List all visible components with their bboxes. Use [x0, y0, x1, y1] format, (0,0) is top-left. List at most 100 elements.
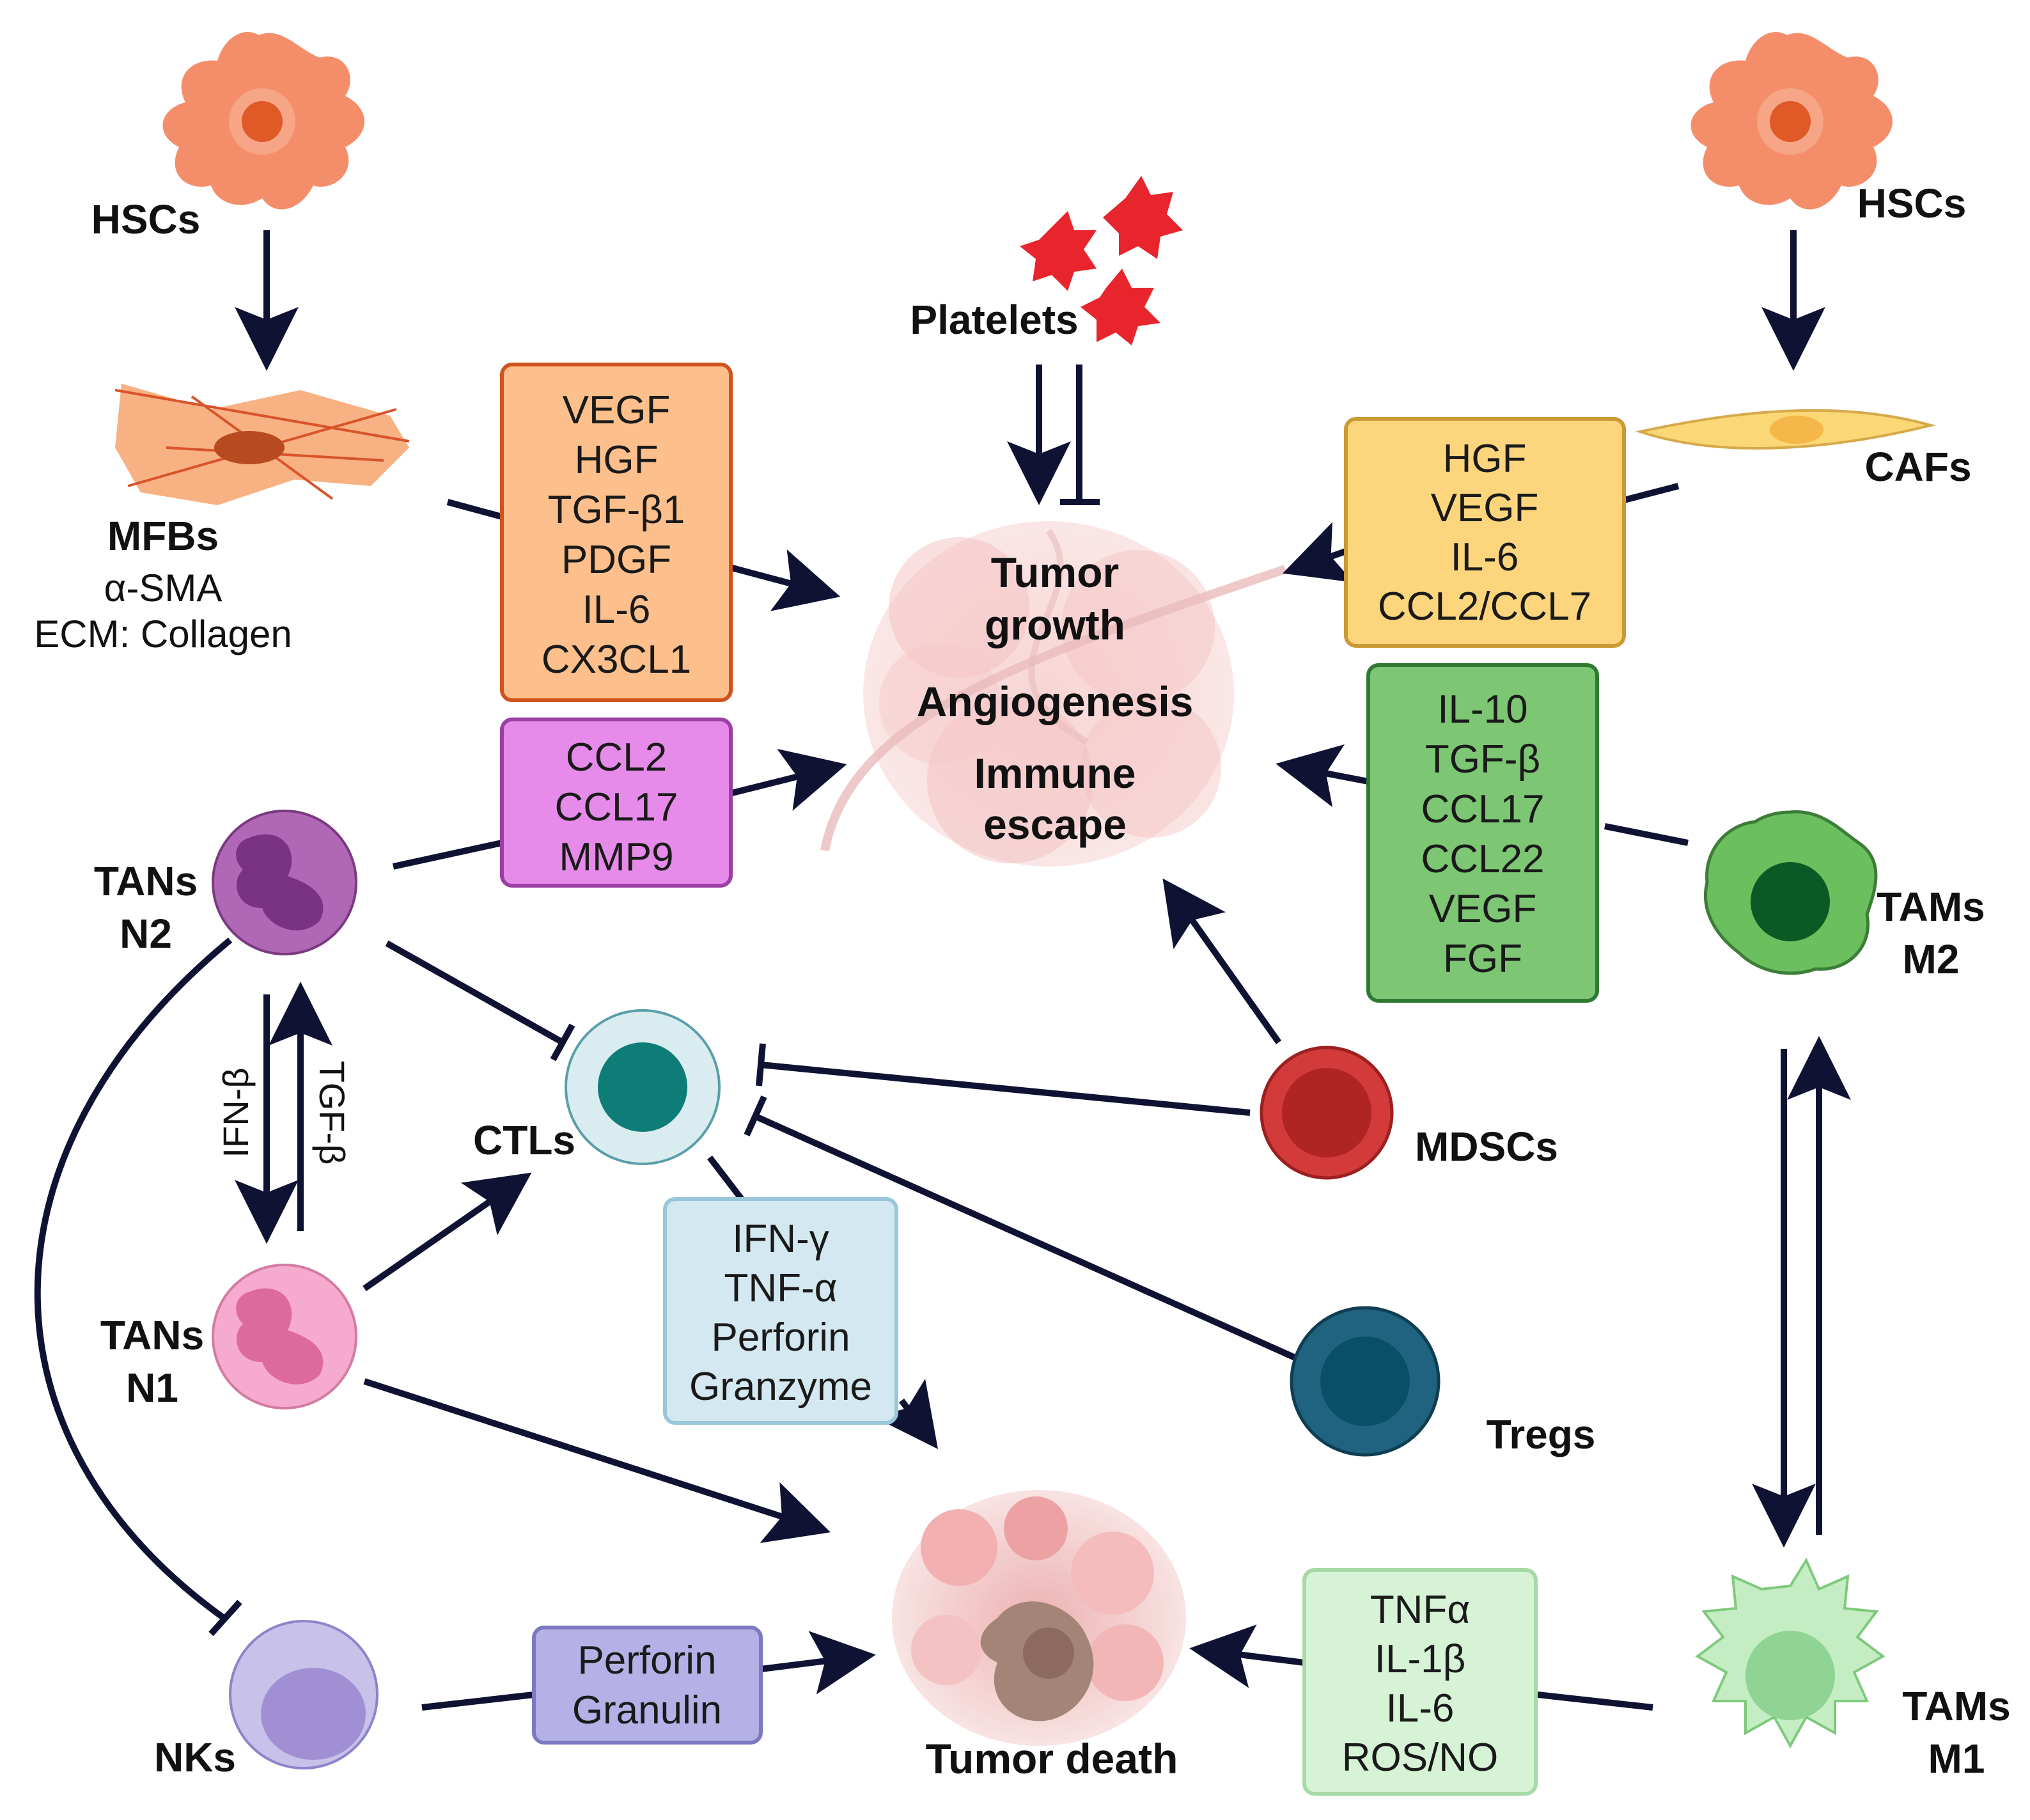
mfb-factor-5: CX3CL1: [542, 638, 691, 682]
mfb-factor-3: PDGF: [561, 538, 671, 582]
hsc-right-cell: [1690, 31, 1893, 210]
arrow-mfb-box-to-tumor: [731, 549, 841, 611]
inhibit-tan-n2-to-ctl: [385, 940, 565, 1046]
caf-factor-3: CCL2/CCL7: [1378, 584, 1591, 629]
tumor-death-label: Tumor death: [926, 1735, 1178, 1782]
mdsc-cell: [1260, 1046, 1394, 1180]
tumor-outcome-3: Immune: [974, 749, 1136, 797]
nk-factor-0: Perforin: [577, 1638, 716, 1683]
hsc-left-label: HSCs: [91, 196, 201, 242]
mfbs-label: MFBs: [107, 513, 219, 559]
tan-n2-factor-1: CCL17: [555, 785, 678, 829]
ctl-factor-3: Granzyme: [689, 1365, 872, 1409]
tumor-outcome-4: escape: [983, 801, 1127, 848]
caf-cell: [1635, 409, 1936, 450]
mdscs-label: MDSCs: [1415, 1124, 1558, 1170]
arrow-nk-box-to-death: [760, 1631, 876, 1695]
tams-m1-label-line1: TAMs: [1902, 1683, 2010, 1729]
tams-m2-label-line1: TAMs: [1877, 884, 1985, 930]
m1-factors-box: TNFα IL-1β IL-6 ROS/NO: [1302, 1568, 1538, 1796]
nk-cell: [229, 1620, 379, 1769]
tam-m2-cell: [1703, 810, 1878, 975]
ctls-label: CTLs: [473, 1117, 575, 1163]
tan-n2-factor-0: CCL2: [566, 735, 668, 780]
caf-factors-box: HGF VEGF IL-6 CCL2/CCL7: [1344, 417, 1626, 648]
mfb-factor-0: VEGF: [563, 388, 671, 432]
platelets-label: Platelets: [910, 297, 1078, 343]
tregs-label: Tregs: [1487, 1411, 1596, 1457]
inhibit-tan-n2-to-nk: [34, 937, 233, 1621]
tan-n2-cell: [212, 810, 357, 955]
arrow-caf-box-to-tumor: [1283, 522, 1354, 583]
tumor-outcome-2: Angiogenesis: [917, 678, 1194, 725]
tans-n1-label-line2: N1: [126, 1365, 178, 1411]
arrow-pink-box-to-tumor: [731, 748, 847, 811]
line-nk-to-box: [421, 1691, 535, 1711]
m2-factor-3: CCL22: [1421, 837, 1545, 881]
line-ctl-to-box: [707, 1155, 744, 1202]
ifn-beta-label: IFN-β: [215, 1067, 256, 1157]
mfb-factor-4: IL-6: [582, 588, 651, 632]
mfb-factor-2: TGF-β1: [548, 488, 685, 532]
arrow-tan-n1-to-death: [363, 1378, 831, 1543]
tan-n1-cell: [212, 1264, 357, 1409]
mfb-factors-box: VEGF HGF TGF-β1 PDGF IL-6 CX3CL1: [500, 363, 733, 702]
tumor-death-illustration: [892, 1490, 1186, 1746]
mfbs-marker-label: α-SMA: [104, 567, 223, 609]
m2-factor-5: FGF: [1443, 937, 1522, 981]
tans-n1-label-line1: TANs: [100, 1312, 204, 1358]
mfb-factor-1: HGF: [575, 438, 659, 482]
mfbs-ecm-label: ECM: Collagen: [34, 613, 292, 655]
arrow-mdsc-to-tumor: [1162, 878, 1282, 1044]
line-tan-n2-to-box: [392, 840, 503, 870]
nk-factor-1: Granulin: [572, 1688, 722, 1732]
hsc-left-cell: [162, 31, 365, 210]
line-mfb-to-box: [446, 499, 503, 520]
tgf-beta-label: TGF-β: [312, 1061, 352, 1165]
tans-n2-label-line2: N2: [120, 911, 172, 957]
ctl-factor-1: TNF-α: [724, 1266, 837, 1310]
ctl-factor-2: Perforin: [711, 1315, 850, 1360]
m2-factor-4: VEGF: [1429, 887, 1537, 931]
tans-n2-label-line1: TANs: [94, 858, 198, 904]
platelets-cells: [1020, 176, 1183, 345]
m1-factor-1: IL-1β: [1375, 1637, 1466, 1681]
treg-cell: [1290, 1306, 1441, 1457]
cafs-label: CAFs: [1864, 444, 1971, 490]
m2-factor-0: IL-10: [1437, 687, 1527, 732]
inhibit-treg-to-ctl: [753, 1113, 1300, 1362]
caf-factor-0: HGF: [1443, 437, 1527, 481]
ctl-factor-0: IFN-γ: [732, 1217, 829, 1261]
hsc-right-label: HSCs: [1857, 180, 1967, 226]
tumor-outcome-1: growth: [985, 601, 1125, 648]
tams-m1-label-line2: M1: [1928, 1736, 1985, 1782]
line-m1-to-box: [1537, 1691, 1653, 1711]
nks-label: NKs: [154, 1734, 236, 1780]
arrow-tan-n1-to-ctl: [363, 1172, 532, 1292]
connections: [34, 230, 1851, 1711]
tam-m1-cell: [1695, 1557, 1886, 1749]
arrow-ctl-box-to-death: [874, 1379, 938, 1449]
ctl-factors-box: IFN-γ TNF-α Perforin Granzyme: [663, 1197, 898, 1425]
tan-n2-factors-box: CCL2 CCL17 MMP9: [500, 718, 733, 888]
m1-factor-0: TNFα: [1370, 1588, 1470, 1632]
m2-factors-box: IL-10 TGF-β CCL17 CCL22 VEGF FGF: [1366, 663, 1599, 1003]
m2-factor-2: CCL17: [1421, 787, 1545, 831]
m1-factor-3: ROS/NO: [1342, 1736, 1499, 1780]
m2-factor-1: TGF-β: [1425, 737, 1540, 781]
tams-m2-label-line2: M2: [1903, 936, 1960, 982]
line-m2-to-box: [1604, 823, 1689, 846]
nk-factors-box: Perforin Granulin: [532, 1626, 763, 1745]
arrow-m2-box-to-tumor: [1276, 744, 1369, 808]
mfb-cell: [114, 384, 410, 505]
tumor-outcome-0: Tumor: [991, 549, 1119, 596]
inhibit-mdsc-to-ctl: [760, 1062, 1251, 1116]
caf-factor-2: IL-6: [1451, 535, 1519, 579]
line-caf-to-box: [1623, 483, 1680, 503]
caf-factor-1: VEGF: [1431, 486, 1539, 530]
ctl-cell: [565, 1009, 721, 1165]
tan-n2-factor-2: MMP9: [559, 835, 673, 879]
arrow-m1-box-to-death: [1189, 1624, 1305, 1688]
m1-factor-2: IL-6: [1386, 1686, 1455, 1730]
